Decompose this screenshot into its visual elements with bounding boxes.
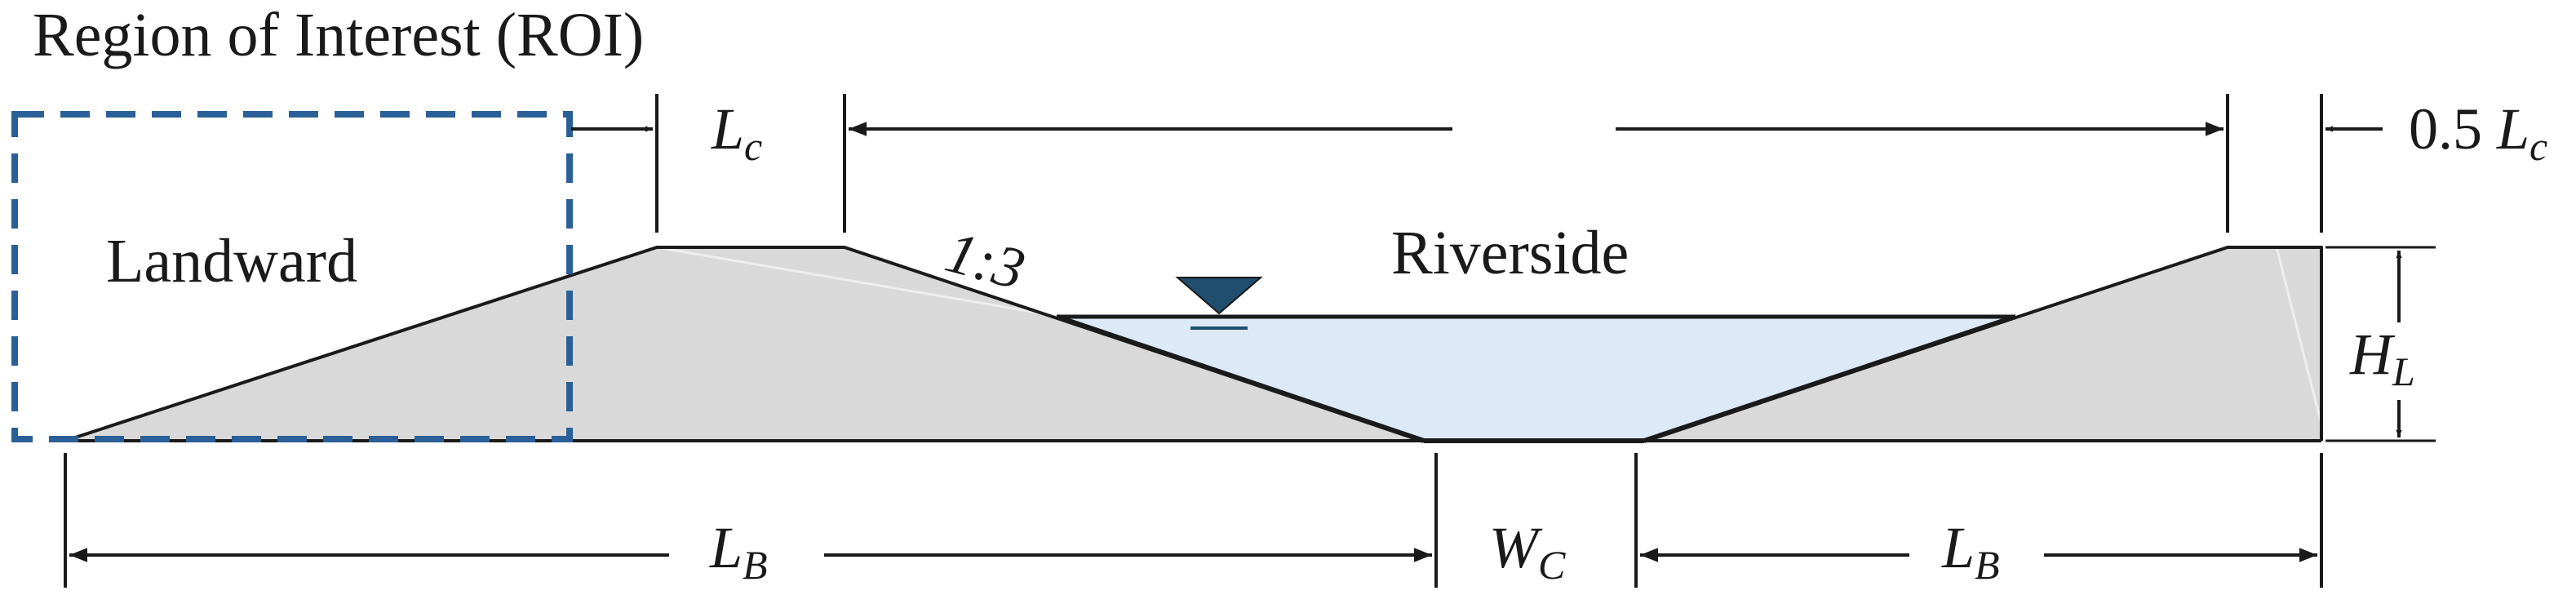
channel-right-bank: [1643, 314, 2016, 443]
roi-box: [11, 111, 573, 442]
riverside-label: Riverside: [1391, 219, 1629, 287]
channel-left-bank: [1056, 314, 1425, 443]
crest-width-label: Lc: [711, 96, 762, 169]
levee-faint-line: [656, 246, 1062, 318]
half-crest-label: 0.5 Lc: [2409, 96, 2547, 169]
water-level-symbol: [1175, 277, 1263, 330]
water-body: [1057, 317, 2015, 441]
channel-width-label: WC: [1489, 515, 1566, 588]
base-left-label: LB: [709, 515, 768, 588]
levee-faint-line: [2275, 246, 2323, 425]
levee-body: [65, 247, 2321, 441]
landward-label: Landward: [106, 227, 357, 295]
base-right-label: LB: [1941, 515, 2000, 588]
diagram-title: Region of Interest (ROI): [33, 1, 644, 69]
levee-height-label: HL: [2349, 322, 2415, 394]
